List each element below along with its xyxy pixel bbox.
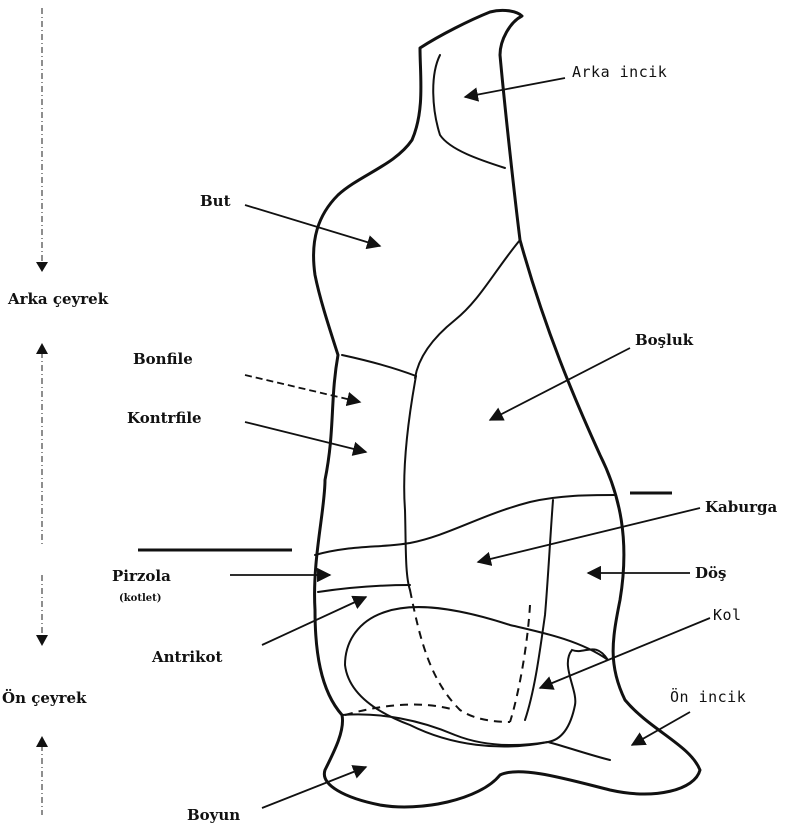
label-antrikot: Antrikot [151, 648, 222, 666]
flank-left-boundary [404, 376, 416, 590]
label-but: But [200, 192, 231, 210]
arrow-but [245, 205, 380, 246]
label-bonfile: Bonfile [133, 350, 193, 368]
arrow-bonfile [245, 375, 360, 402]
axis-arrowhead-down-middle [36, 635, 48, 646]
label-pirzola: Pirzola [112, 567, 171, 585]
dashed-cut-left [410, 590, 510, 722]
arrow-kaburga [478, 508, 700, 562]
label-kol: Kol [713, 606, 742, 624]
boyun-boundary [342, 714, 548, 745]
label-boyun: Boyun [187, 806, 240, 824]
label-dos: Döş [695, 564, 726, 582]
bonfile-boundary [342, 355, 416, 376]
arrow-kontrfile [245, 422, 366, 452]
label-arka-ceyrek: Arka çeyrek [7, 290, 109, 308]
arrow-boyun [262, 767, 366, 808]
kol-on-incik-boundary [548, 742, 610, 760]
label-arka-incik: Arka incik [572, 63, 667, 81]
label-on-ceyrek: Ön çeyrek [2, 688, 87, 707]
kaburga-top-boundary [315, 495, 615, 555]
axis-arrowhead-up-middle [36, 343, 48, 354]
label-on-incik: Ön incik [670, 687, 746, 706]
arrow-arka-incik [465, 78, 565, 97]
label-kaburga: Kaburga [705, 498, 778, 516]
kaburga-bottom-boundary [318, 585, 410, 592]
arka-incik-boundary [433, 55, 505, 168]
arrow-kol [540, 618, 710, 688]
label-kontrfile: Kontrfile [127, 409, 202, 427]
dashed-cut-right [510, 605, 530, 722]
axis-arrowhead-up-bottom [36, 736, 48, 747]
but-inner-boundary [415, 240, 520, 378]
axis-arrowhead-down-top [36, 262, 48, 272]
label-kotlet: (kotlet) [119, 593, 161, 604]
carcass-outline [314, 10, 700, 807]
label-bosluk: Boşluk [635, 331, 694, 349]
